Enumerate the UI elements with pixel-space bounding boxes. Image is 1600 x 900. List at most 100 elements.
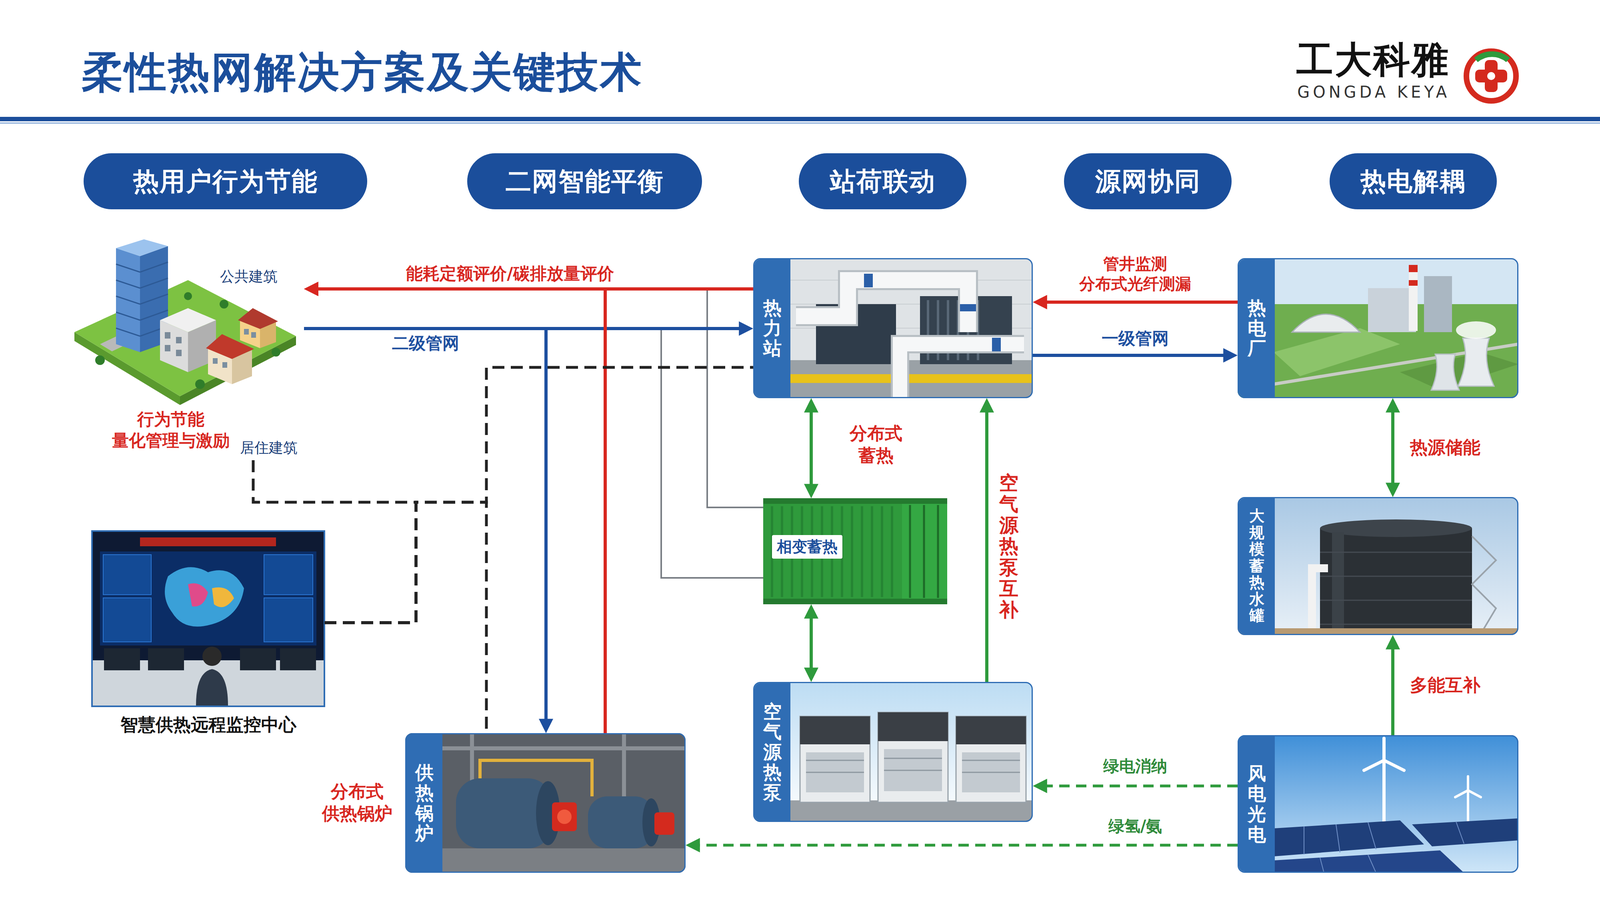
logo-icon [1487,72,1496,80]
buildings-illustration [251,332,256,338]
control-room-photo [240,648,276,670]
wind-solar-photo [1273,820,1424,856]
buildings-illustration [219,299,229,309]
heat-pump-photo [878,712,948,802]
container-illustration [763,598,948,604]
building-label: 公共建筑 [218,266,280,287]
wind-solar-photo [1382,738,1386,760]
wind-solar-photo [1412,818,1519,846]
facility-name: 空气源热泵 [763,701,782,803]
power-plant-photo [1292,314,1360,332]
wind-solar-photo [1320,857,1324,873]
control-room-photo [188,583,208,607]
control-room-photo [164,566,244,627]
buildings-illustration [164,344,171,352]
flow-connector [1391,644,1395,735]
storage-tank-photo [1472,536,1496,635]
control-room-photo [264,554,313,595]
boiler-photo [654,812,675,835]
buildings-illustration [222,362,228,368]
label-strip: 空气源热泵 [754,682,791,821]
pipe-line [661,290,764,578]
logo-icon [1476,54,1508,60]
boiler-photo [557,809,572,824]
station-photo [753,258,1033,398]
facility-box: 风电光电 [1237,734,1519,873]
container-label: 相变蓄热 [772,534,843,559]
boiler-photo [552,802,577,831]
buildings-illustration [195,379,205,389]
container-illustration [910,504,938,598]
wind-solar-photo [1455,776,1481,828]
edge-label: 一级管网 [1101,327,1169,350]
storage-tank-photo [1237,496,1519,635]
control-room-photo [264,597,313,642]
heat-pump-photo [884,769,942,771]
logo-subtext: GONGDA KEYA [1297,82,1450,102]
container-illustration [890,506,894,597]
theme-pill: 热用户行为节能 [83,153,368,210]
control-room-photo [92,530,325,706]
edge-label: 多能互补 [1410,673,1481,697]
control-room-photo [100,551,317,646]
boiler-photo [441,746,686,750]
station-photo [900,344,1024,398]
boiler-photo [470,732,474,780]
storage-tank-photo [1320,599,1472,601]
storage-tank-photo [1320,528,1472,635]
edge-label: 绿氢/氨 [1108,814,1163,837]
wind-solar-photo [1364,760,1384,770]
heat-pump-photo [753,681,1033,822]
wind-solar-photo [1364,738,1404,824]
label-strip: 大规模蓄热水罐 [1238,498,1275,634]
boiler-photo [480,760,592,796]
boiler-photo [405,848,686,873]
buildings-illustration [116,248,140,352]
edge-label: 能耗定额评价/碳排放量评价 [406,262,614,285]
facility-name: 供热锅炉 [415,762,434,843]
wind-solar-photo [1456,821,1464,844]
station-photo [796,280,968,332]
control-room-photo [280,648,316,670]
logo-icon [1475,69,1508,83]
buildings-illustration [74,280,296,396]
container-illustration [772,506,892,597]
station-photo [796,280,968,332]
station-photo [864,273,873,288]
heat-pump-photo [878,712,948,741]
buildings-illustration [116,312,140,320]
buildings-illustration [244,328,249,335]
heat-pump-photo [806,758,1020,772]
label-strip: 热力站 [754,259,791,397]
buildings-illustration [116,264,140,272]
station-photo [960,304,976,312]
wind-solar-photo [1303,826,1305,854]
edge-label: 空气源热泵互补 [999,472,1019,620]
facility-box: 大规模蓄热水罐 [1237,496,1519,635]
label-strip: 供热锅炉 [406,734,443,872]
control-room-photo [104,648,140,670]
buildings-illustration [140,294,168,304]
note-label: 分布式 供热锅炉 [322,780,393,824]
container-illustration [923,504,926,598]
wind-solar-photo [1273,850,1464,873]
edge-label: 管井监测 分布式光纤测漏 [1079,253,1192,294]
heat-pump-photo [962,759,1020,761]
buildings-illustration [74,239,296,405]
flow-connector [985,408,989,682]
control-room-photo [212,587,234,607]
heat-pump-photo [884,748,942,791]
container-illustration [880,506,884,597]
storage-tank-photo [1472,536,1496,635]
heat-pump-photo [806,752,864,792]
storage-tank-photo [1312,568,1328,635]
flow-connector [1042,784,1238,788]
theme-pill: 二网智能平衡 [467,153,702,210]
buildings-illustration [206,334,254,359]
flow-connector [314,288,606,733]
theme-title: 热用户行为节能 [133,164,318,199]
heat-pump-photo [806,771,864,773]
logo-icon [1466,51,1516,101]
buildings-illustration [140,278,168,288]
